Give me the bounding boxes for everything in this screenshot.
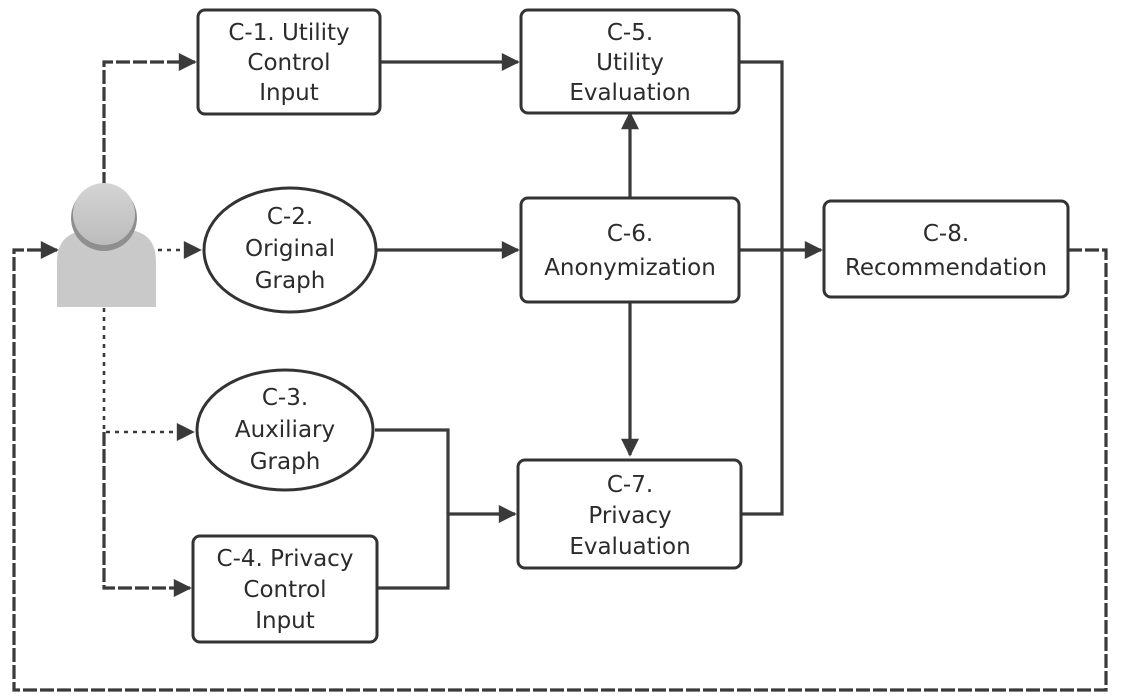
c7-line-3: Evaluation	[569, 534, 690, 560]
edge-user-to-c4	[102, 432, 192, 597]
c6-line-2: Anonymization	[544, 255, 716, 281]
node-c2-original-graph: C-2. Original Graph	[202, 186, 378, 314]
c6-line-1: C-6.	[607, 221, 653, 247]
c3-line-2: Auxiliary	[235, 417, 335, 443]
node-c6-anonymization: C-6. Anonymization	[519, 196, 741, 304]
node-c7-privacy-evaluation: C-7. Privacy Evaluation	[516, 458, 743, 570]
node-c4-privacy-control-input: C-4. Privacy Control Input	[191, 534, 379, 644]
c8-line-1: C-8.	[923, 221, 969, 247]
c5-line-3: Evaluation	[569, 80, 690, 106]
edge-user-to-c3	[102, 308, 195, 441]
edge-user-to-c1	[102, 53, 197, 186]
node-c8-recommendation: C-8. Recommendation	[822, 199, 1070, 299]
c5-line-2: Utility	[596, 50, 664, 76]
c7-line-2: Privacy	[588, 503, 671, 529]
c5-line-1: C-5.	[607, 20, 653, 46]
edge-c5-to-c8	[739, 60, 784, 250]
edge-c4-to-c7	[377, 505, 517, 590]
edge-c3-to-c7	[375, 428, 450, 514]
c1-line-1: C-1. Utility	[228, 20, 349, 46]
c2-line-3: Graph	[255, 268, 326, 294]
c1-line-2: Control	[247, 50, 330, 76]
c1-line-3: Input	[259, 80, 319, 106]
edge-c7-to-c8	[741, 250, 784, 516]
c4-line-1: C-4. Privacy	[217, 546, 354, 572]
c2-line-1: C-2.	[267, 204, 313, 230]
c2-line-2: Original	[245, 236, 335, 262]
c4-line-2: Control	[243, 577, 326, 603]
node-c3-auxiliary-graph: C-3. Auxiliary Graph	[195, 368, 375, 492]
user-icon	[57, 183, 156, 307]
c3-line-3: Graph	[250, 449, 321, 475]
node-c1-utility-control-input: C-1. Utility Control Input	[196, 8, 382, 116]
c8-line-2: Recommendation	[845, 255, 1047, 281]
edge-c8-feedback-to-user	[12, 241, 1108, 692]
c3-line-1: C-3.	[262, 385, 308, 411]
c7-line-1: C-7.	[607, 472, 653, 498]
c4-line-3: Input	[255, 608, 315, 634]
node-c5-utility-evaluation: C-5. Utility Evaluation	[519, 8, 741, 115]
